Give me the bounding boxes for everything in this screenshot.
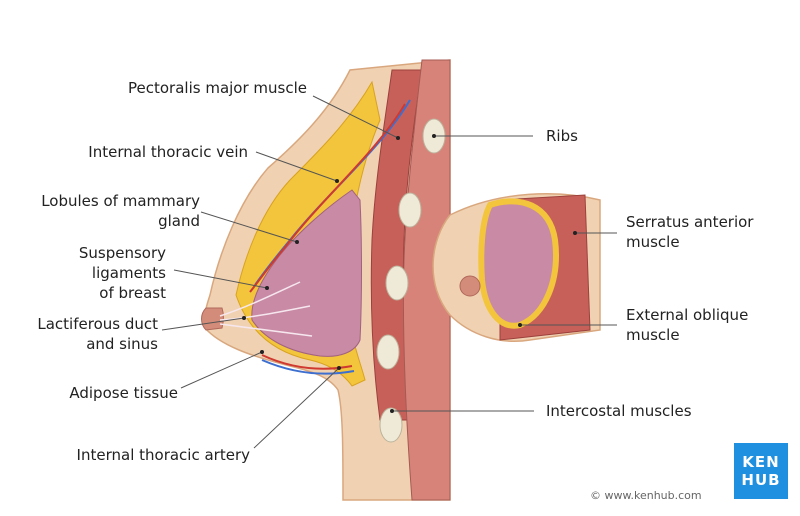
label-intercostal: Intercostal muscles (546, 402, 692, 420)
lower-artery (261, 354, 353, 370)
label-serratus-line1: Serratus anterior (626, 213, 754, 231)
label-suspensory-line1: Suspensory (78, 244, 166, 262)
label-lactiferous-line2: and sinus (86, 335, 158, 353)
label-pectoralis: Pectoralis major muscle (128, 79, 307, 97)
label-adipose: Adipose tissue (69, 384, 178, 402)
lower-vein (261, 359, 355, 375)
logo-line1: KEN (742, 453, 780, 471)
anterior-nipple (459, 275, 481, 297)
label-serratus-line2: muscle (626, 233, 680, 251)
anterior-gland (478, 198, 559, 329)
lactiferous-ducts (219, 281, 313, 337)
lobules-region (251, 189, 362, 357)
label-lactiferous-line1: Lactiferous duct (37, 315, 158, 333)
thoracic-artery (249, 103, 406, 293)
sagittal-section (201, 59, 451, 501)
label-thoracic-vein: Internal thoracic vein (88, 143, 248, 161)
kenhub-logo: KEN HUB (734, 443, 788, 499)
nipple (201, 307, 224, 331)
label-lactiferous: Lactiferous duct and sinus (37, 314, 158, 354)
label-ribs: Ribs (546, 127, 578, 145)
leader-dots (242, 134, 577, 413)
leader-lines (161, 95, 617, 449)
label-oblique-line1: External oblique (626, 306, 749, 324)
anterior-view (432, 193, 601, 342)
label-lobules-line2: gland (158, 212, 200, 230)
label-suspensory-line3: of breast (99, 284, 166, 302)
label-lobules: Lobules of mammary gland (41, 191, 200, 231)
label-serratus: Serratus anterior muscle (626, 212, 753, 252)
label-thoracic-artery: Internal thoracic artery (76, 446, 250, 464)
label-oblique: External oblique muscle (626, 305, 748, 345)
rib-5 (379, 407, 403, 443)
label-suspensory-line2: ligaments (91, 264, 166, 282)
rib-2 (398, 192, 422, 228)
label-suspensory: Suspensory ligaments of breast (79, 243, 166, 303)
rib-3 (385, 265, 409, 301)
logo-line2: HUB (741, 471, 781, 489)
label-oblique-line2: muscle (626, 326, 680, 344)
credit-text: © www.kenhub.com (590, 489, 702, 502)
label-lobules-line1: Lobules of mammary (41, 192, 200, 210)
rib-4 (376, 334, 400, 370)
